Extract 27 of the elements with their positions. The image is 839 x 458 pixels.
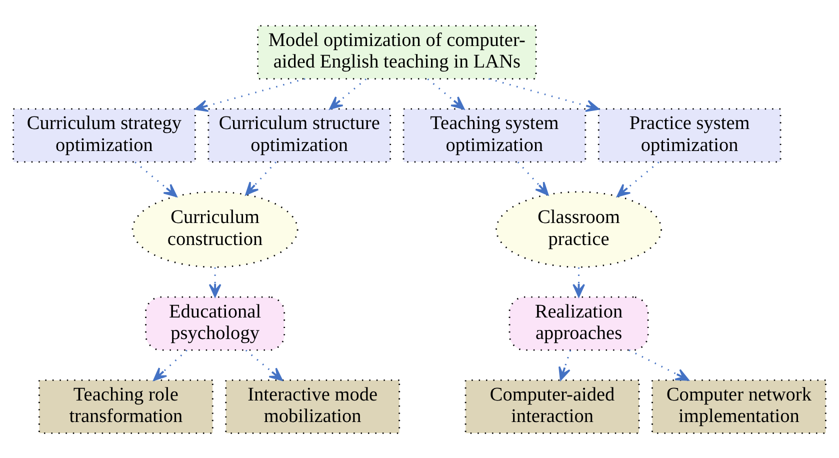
arrow	[153, 349, 188, 380]
arrow	[208, 266, 222, 297]
node-box: Curriculum structure optimization	[208, 108, 392, 162]
arrow	[616, 161, 660, 197]
node-box: Educational psychology	[145, 296, 286, 350]
arrow	[245, 349, 283, 380]
node-box: Teaching role transformation	[38, 378, 214, 434]
node-box: Curriculum strategy optimization	[12, 108, 196, 162]
arrow	[194, 78, 306, 112]
node-box: Computer network implementation	[652, 378, 826, 434]
arrow	[572, 266, 585, 297]
node-box: Model optimization of computer-aided English teaching in LANs	[257, 24, 537, 80]
node-box: Realization approaches	[508, 296, 649, 350]
arrow	[488, 78, 600, 112]
arrow	[517, 161, 549, 195]
arrow	[134, 161, 178, 197]
arrow	[329, 78, 367, 110]
arrow	[245, 161, 276, 195]
node-ellipse: Curriculum construction	[132, 190, 298, 268]
node-box: Interactive mode mobilization	[225, 378, 400, 434]
node-ellipse: Classroom practice	[496, 190, 662, 268]
node-box: Practice system optimization	[598, 108, 782, 162]
arrow	[558, 350, 572, 380]
node-box: Computer-aided interaction	[464, 378, 640, 434]
node-box: Teaching system optimization	[402, 108, 586, 162]
arrow	[427, 78, 465, 110]
arrow	[628, 348, 690, 380]
